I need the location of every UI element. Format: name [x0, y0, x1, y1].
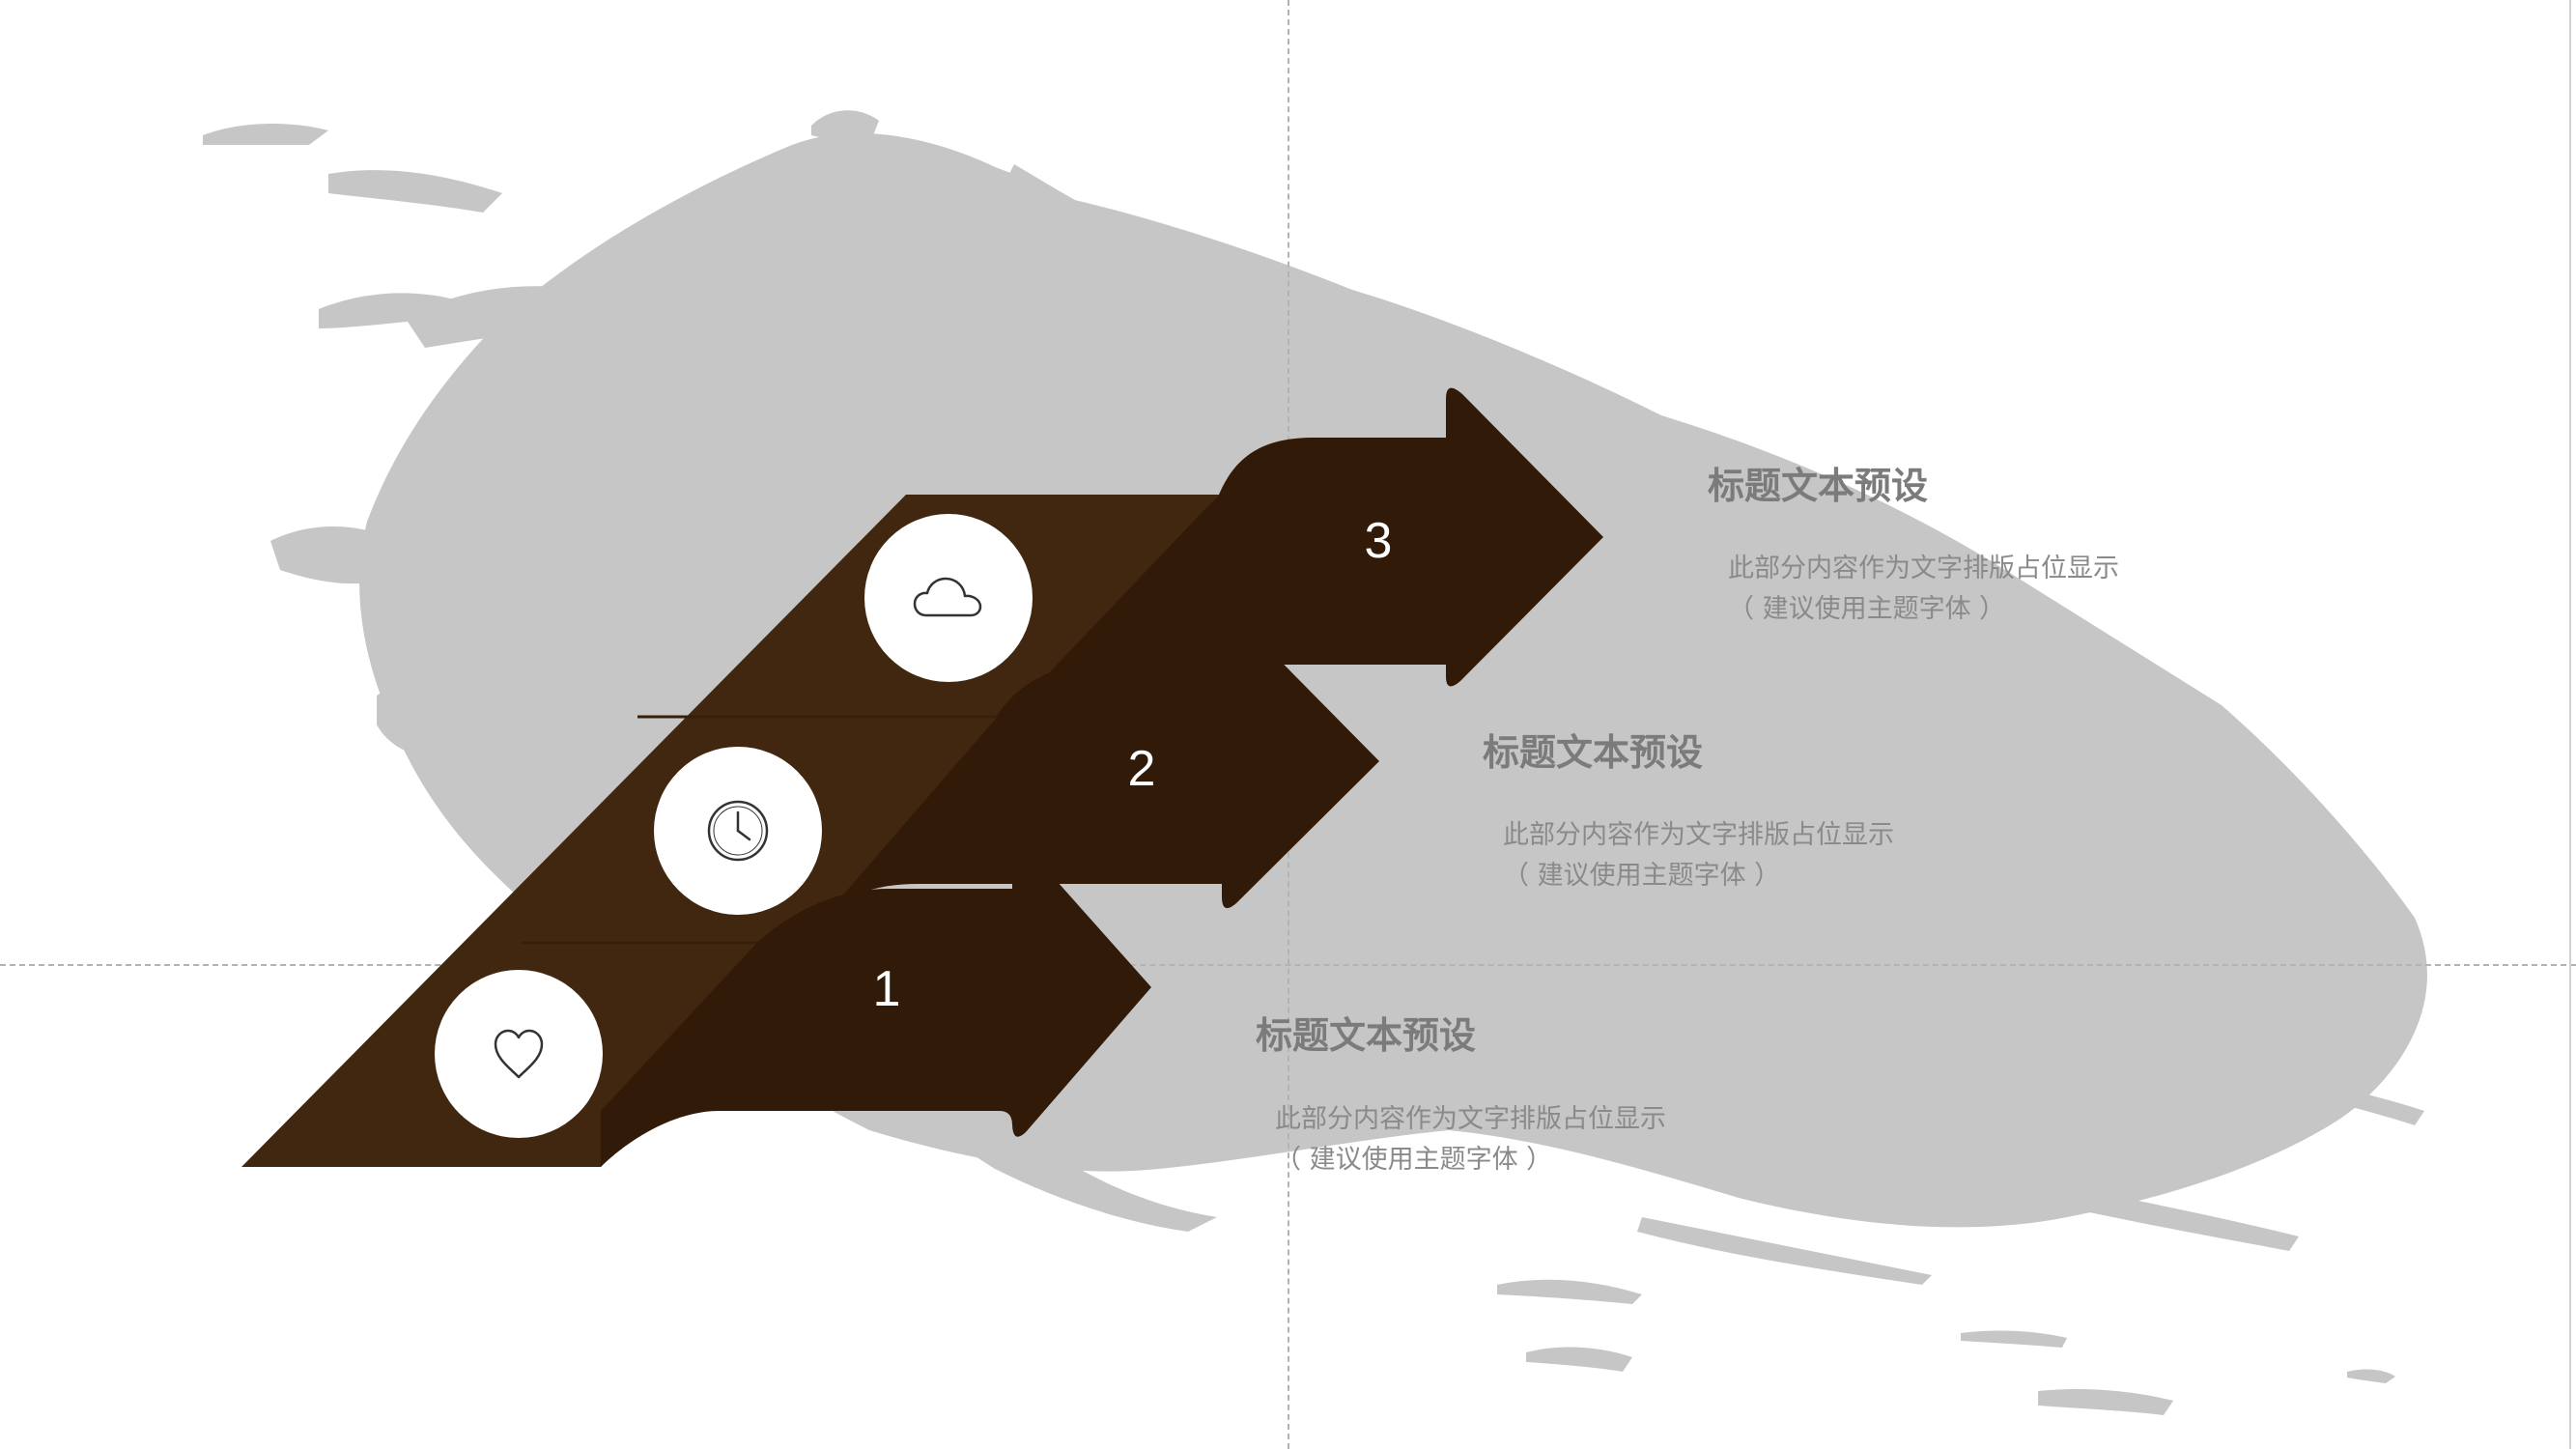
step-3-desc-line-2: （ 建议使用主题字体 ） [1728, 594, 2006, 624]
step-number-1: 1 [872, 961, 901, 1017]
step-3-description: 此部分内容作为文字排版占位显示 （ 建议使用主题字体 ） [1728, 549, 2119, 630]
step-2-desc-line-1: 此部分内容作为文字排版占位显示 [1503, 820, 1894, 850]
horizontal-guide-line [0, 964, 2576, 966]
badge-cloud [864, 514, 1033, 682]
step-3-title: 标题文本预设 [1708, 465, 1929, 507]
arrow-1-shape [601, 840, 1151, 1167]
step-number-2: 2 [1127, 741, 1156, 797]
step-1-desc-line-2: （ 建议使用主题字体 ） [1275, 1145, 1553, 1175]
clock-icon [707, 800, 769, 862]
right-edge-line [2569, 0, 2571, 1449]
step-3-desc-line-1: 此部分内容作为文字排版占位显示 [1728, 554, 2119, 583]
step-2-description: 此部分内容作为文字排版占位显示 （ 建议使用主题字体 ） [1503, 815, 1894, 896]
step-2-desc-line-2: （ 建议使用主题字体 ） [1503, 861, 1781, 891]
step-number-3: 3 [1364, 513, 1393, 569]
heart-icon [494, 1029, 544, 1079]
arrow-3-shape [1005, 387, 1603, 720]
badge-heart [435, 970, 603, 1138]
step-2-title: 标题文本预设 [1483, 731, 1704, 774]
arrow-2-shape [802, 611, 1379, 943]
step-1-desc-line-1: 此部分内容作为文字排版占位显示 [1275, 1104, 1666, 1134]
step-1-title: 标题文本预设 [1256, 1014, 1477, 1057]
badge-clock [654, 747, 822, 915]
cloud-icon [913, 577, 982, 617]
step-1-description: 此部分内容作为文字排版占位显示 （ 建议使用主题字体 ） [1275, 1099, 1666, 1180]
